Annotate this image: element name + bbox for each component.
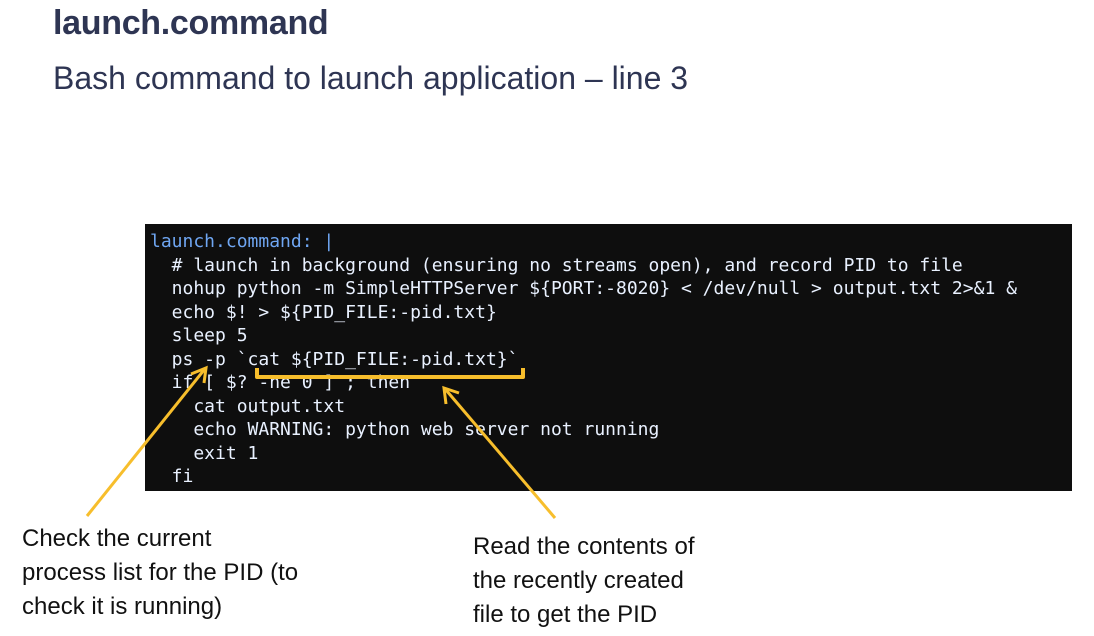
- slide-title: launch.command: [53, 4, 329, 42]
- code-line-1: # launch in background (ensuring no stre…: [150, 254, 963, 276]
- code-key: launch.command: [150, 231, 302, 252]
- code-line-3: echo $! > ${PID_FILE:-pid.txt}: [150, 301, 497, 323]
- slide-subtitle: Bash command to launch application – lin…: [53, 60, 689, 96]
- code-key-suffix: : |: [301, 231, 335, 252]
- annotation-line: Read the contents of: [473, 533, 695, 560]
- right-arrow: [442, 385, 557, 519]
- annotation-line: process list for the PID (to: [22, 559, 299, 586]
- code-line-5: ps -p `cat ${PID_FILE:-pid.txt}`: [150, 348, 519, 370]
- code-line-10: fi: [150, 466, 194, 487]
- annotation-line: file to get the PID: [473, 601, 658, 628]
- code-line-7: cat output.txt: [150, 395, 346, 417]
- code-line-2: nohup python -m SimpleHTTPServer ${PORT:…: [150, 278, 1017, 299]
- annotation-line: check it is running): [22, 593, 223, 620]
- code-line-header: launch.command: |: [150, 230, 1072, 254]
- code-line-8: echo WARNING: python web server not runn…: [150, 419, 660, 440]
- code-block: launch.command: | # launch in background…: [145, 224, 1072, 491]
- annotation-process-check: Check the current process list for the P…: [22, 522, 298, 624]
- cat-command-bracket: [255, 368, 525, 379]
- annotation-line: the recently created: [473, 567, 684, 594]
- left-arrow: [85, 365, 208, 517]
- code-line-4: sleep 5: [150, 325, 248, 346]
- annotation-read-pid: Read the contents of the recently create…: [473, 530, 694, 632]
- code-line-9: exit 1: [150, 442, 259, 464]
- annotation-line: Check the current: [22, 525, 212, 552]
